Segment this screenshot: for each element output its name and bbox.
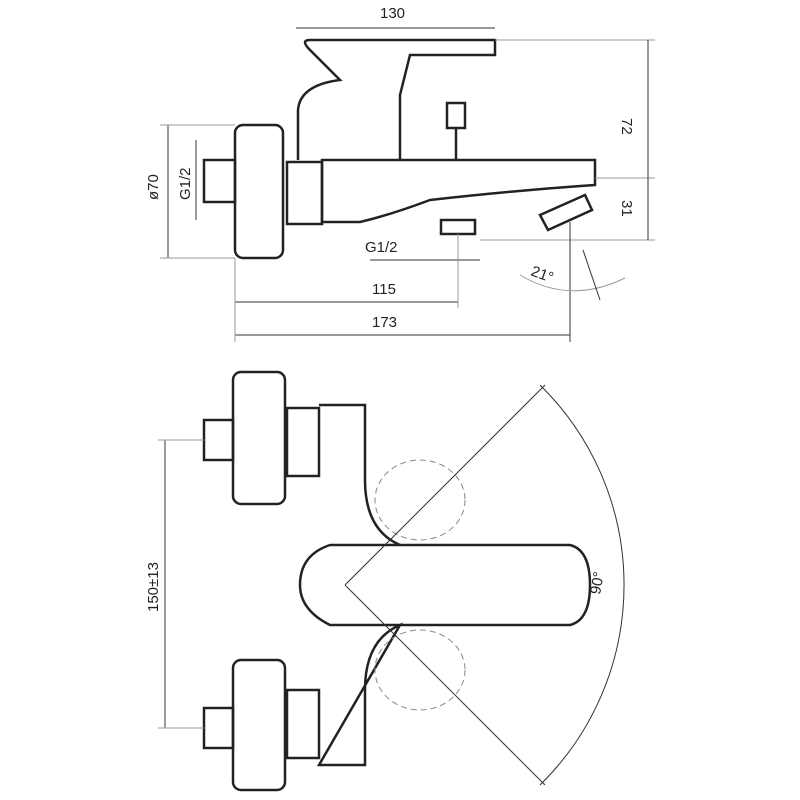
rosette-top — [231, 370, 287, 506]
dim-150: 150±13 — [145, 562, 162, 612]
dim-173: 173 — [372, 314, 397, 331]
lever-handle — [296, 38, 497, 160]
lever-alt-position-bottom — [374, 629, 466, 711]
front-view: 90° 150±13 — [145, 370, 625, 792]
lever-alt-position-top — [374, 459, 466, 541]
inlet-top — [202, 418, 235, 462]
dim-o70: ø70 — [145, 174, 162, 200]
dim-31: 31 — [618, 200, 635, 217]
rosette — [233, 123, 285, 260]
nut-bottom — [285, 688, 321, 760]
dim-130: 130 — [380, 5, 405, 22]
dim-115: 115 — [372, 281, 396, 298]
side-view: 130 72 31 ø70 G1/2 G1/2 115 173 21° — [145, 5, 655, 342]
aerator — [538, 193, 594, 232]
body-spout — [320, 158, 597, 224]
dim-72: 72 — [618, 118, 635, 135]
inlet-pipe — [202, 158, 237, 204]
dim-outlet-g12: G1/2 — [365, 239, 398, 256]
mixer-body — [316, 403, 403, 767]
dim-90deg: 90° — [587, 570, 608, 595]
inlet-bottom — [202, 706, 235, 750]
nut-top — [285, 406, 321, 478]
dim-inlet-g12: G1/2 — [177, 167, 194, 200]
diverter-knob — [445, 101, 467, 130]
rosette-bottom — [231, 658, 287, 792]
lever-front — [298, 543, 592, 627]
dim-21deg: 21° — [529, 263, 556, 287]
hex-nut — [285, 160, 324, 226]
bottom-outlet — [439, 218, 477, 236]
